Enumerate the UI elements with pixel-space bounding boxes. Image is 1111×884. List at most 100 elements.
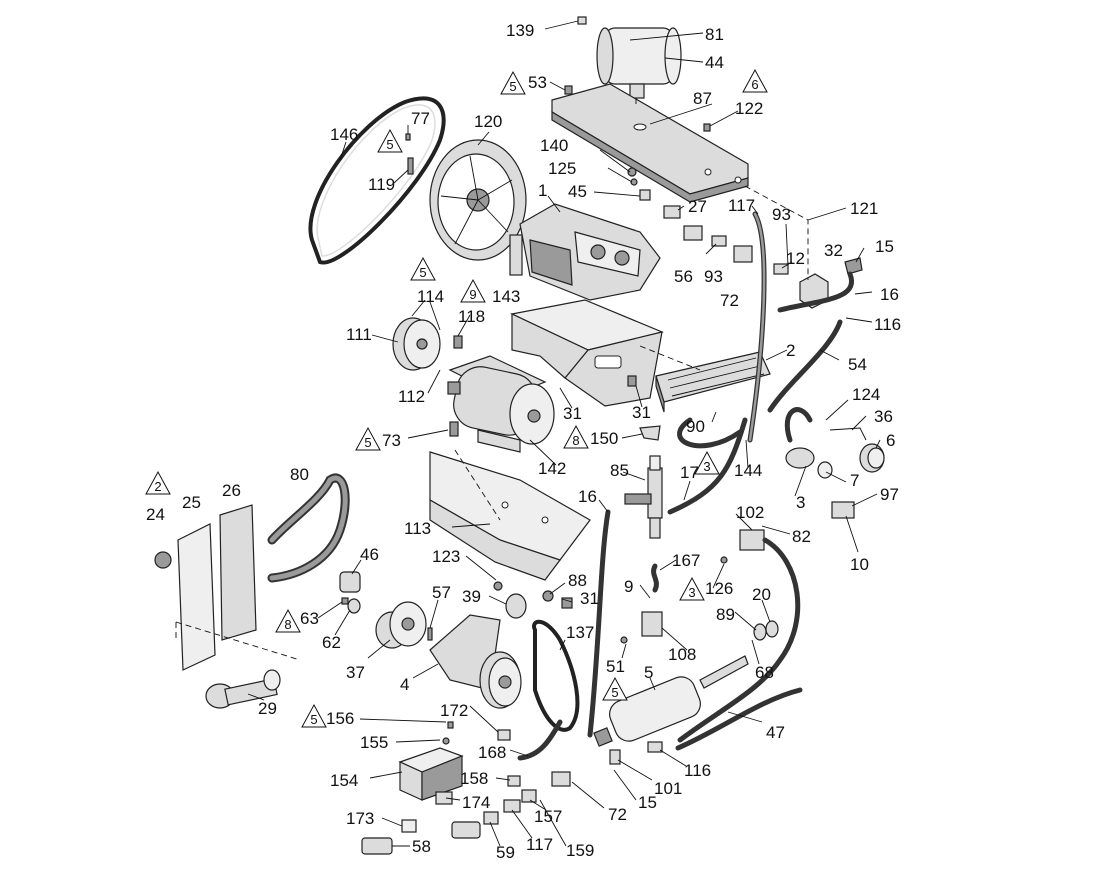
part-29-connector xyxy=(205,669,281,709)
part-82-hose xyxy=(677,537,801,743)
part-89-fitting xyxy=(753,623,767,641)
part-20-cap xyxy=(765,620,779,638)
part-116-fitting xyxy=(647,741,663,753)
part-62-washer xyxy=(347,598,361,614)
note-3b-text: 3 xyxy=(688,585,695,600)
callout-59: 59 xyxy=(496,843,515,862)
callout-44: 44 xyxy=(705,53,724,72)
callout-85: 85 xyxy=(610,461,629,480)
callout-labels: 139 81 44 53 87 122 77 146 120 119 140 1… xyxy=(146,21,901,862)
part-54-hose xyxy=(767,319,843,413)
callout-45: 45 xyxy=(568,182,587,201)
note-5a-text: 5 xyxy=(509,79,516,94)
callout-97: 97 xyxy=(880,485,899,504)
part-126-screw xyxy=(720,556,728,564)
callout-150: 150 xyxy=(590,429,618,448)
callout-124: 124 xyxy=(852,385,880,404)
callout-167: 167 xyxy=(672,551,700,570)
part-25-plate xyxy=(177,523,216,671)
note-8a-text: 8 xyxy=(572,433,579,448)
part-125-washer xyxy=(630,178,638,186)
callout-3: 3 xyxy=(796,493,805,512)
callout-68: 68 xyxy=(755,663,774,682)
part-58-coupler xyxy=(361,837,393,855)
part-158-fitting xyxy=(507,775,521,787)
callout-36: 36 xyxy=(874,407,893,426)
callout-140: 140 xyxy=(540,136,568,155)
part-46-coupling xyxy=(339,571,361,593)
callout-6: 6 xyxy=(886,431,895,450)
callout-17: 17 xyxy=(680,463,699,482)
part-120-flywheel xyxy=(429,139,527,261)
callout-31-mid: 31 xyxy=(563,404,582,423)
part-156-screw xyxy=(447,721,454,729)
callout-89: 89 xyxy=(716,605,735,624)
callout-119: 119 xyxy=(368,175,395,194)
note-5d-text: 5 xyxy=(364,435,371,450)
note-triangle-9: 9 xyxy=(460,278,486,303)
callout-29: 29 xyxy=(258,699,277,718)
note-triangle-5a: 5 xyxy=(500,70,526,95)
callout-157: 157 xyxy=(534,807,562,826)
callout-15-lower: 15 xyxy=(638,793,657,812)
callout-54: 54 xyxy=(848,355,867,374)
part-12-fitting xyxy=(773,263,789,275)
part-140-nut xyxy=(627,167,637,177)
part-143-frame xyxy=(510,299,664,407)
callout-53: 53 xyxy=(528,73,547,92)
part-93-fitting xyxy=(711,235,727,247)
callout-80: 80 xyxy=(290,465,309,484)
callout-102: 102 xyxy=(736,503,764,522)
part-139-screw xyxy=(577,16,587,25)
part-10-terminal xyxy=(831,501,855,519)
callout-25: 25 xyxy=(182,493,201,512)
part-101-fitting xyxy=(609,749,621,765)
callout-125: 125 xyxy=(548,159,576,178)
callout-155: 155 xyxy=(360,733,388,752)
note-5f-text: 5 xyxy=(310,712,317,727)
callout-126: 126 xyxy=(705,579,733,598)
part-45-fitting xyxy=(639,189,651,201)
callout-116-lower: 116 xyxy=(684,761,711,780)
part-117-fitting xyxy=(503,799,521,813)
part-5-cylinder xyxy=(593,655,749,747)
note-5e-text: 5 xyxy=(611,685,618,700)
part-123-nut xyxy=(493,581,503,591)
part-32-pressure-switch xyxy=(777,257,863,313)
part-3-regulator xyxy=(784,407,885,479)
part-1-compressor-pump xyxy=(509,203,661,301)
part-31-foot xyxy=(627,375,637,387)
callout-72-lower: 72 xyxy=(608,805,627,824)
part-174-fitting xyxy=(435,791,453,805)
part-63-screw xyxy=(341,597,349,605)
callout-16-upper: 16 xyxy=(880,285,899,304)
part-59-fitting xyxy=(483,811,499,825)
callout-31-right: 31 xyxy=(632,403,651,422)
callout-137: 137 xyxy=(566,623,594,642)
callout-174: 174 xyxy=(462,793,490,812)
callout-57: 57 xyxy=(432,583,451,602)
part-37-pulley xyxy=(375,601,427,649)
callout-10: 10 xyxy=(850,555,869,574)
part-137-belt xyxy=(532,619,580,732)
callout-47: 47 xyxy=(766,723,785,742)
part-118-screw xyxy=(453,335,463,349)
note-triangle-3b: 3 xyxy=(679,576,705,601)
part-87-top-plate xyxy=(551,83,749,203)
part-80-hose-loop xyxy=(267,473,350,583)
part-24-knob xyxy=(154,551,172,569)
callout-143: 143 xyxy=(492,287,520,306)
callout-26: 26 xyxy=(222,481,241,500)
callout-173: 173 xyxy=(346,809,374,828)
callout-63: 63 xyxy=(300,609,319,628)
callout-73: 73 xyxy=(382,431,401,450)
note-5c-text: 5 xyxy=(419,265,426,280)
callout-77: 77 xyxy=(411,109,430,128)
part-47-hose xyxy=(675,687,803,751)
callout-24: 24 xyxy=(146,505,165,524)
callout-2: 2 xyxy=(786,341,795,360)
callout-4: 4 xyxy=(400,675,409,694)
part-31-foot-2 xyxy=(561,597,573,609)
note-triangle-5f: 5 xyxy=(301,703,327,728)
